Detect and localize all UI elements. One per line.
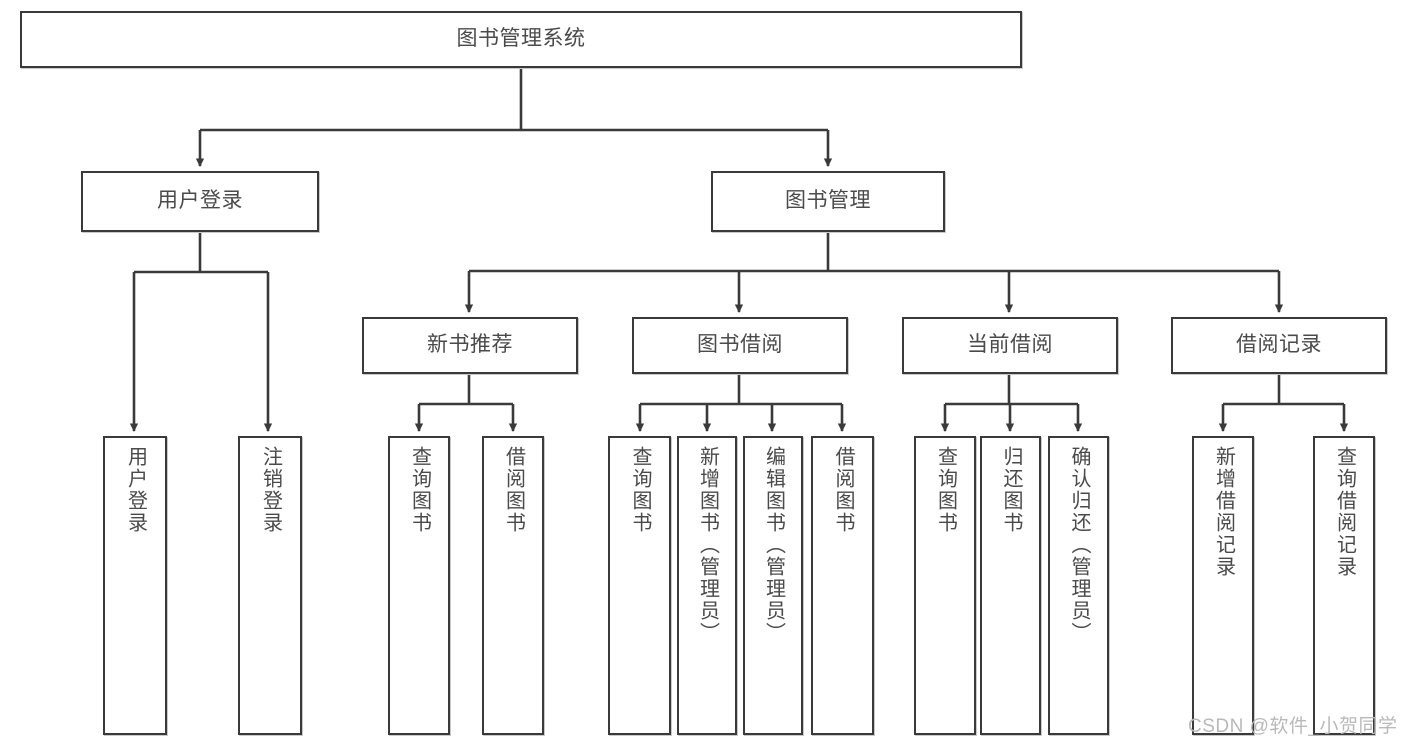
node-borrow-records-label: 借阅记录 xyxy=(1236,333,1322,357)
node-book-borrow-label: 图书借阅 xyxy=(697,333,783,357)
node-current-borrow[interactable]: 当前借阅 xyxy=(902,317,1118,374)
node-leaf-recommend-borrow-book[interactable]: 借阅图书 xyxy=(482,436,544,735)
node-leaf-recommend-query-book-label: 查询图书 xyxy=(408,446,431,534)
node-root-system-label: 图书管理系统 xyxy=(456,27,586,51)
node-leaf-borrow-add-book-admin-label: 新增图书（管理员） xyxy=(696,446,719,644)
node-leaf-borrow-borrow-book-label: 借阅图书 xyxy=(832,446,854,534)
watermark-text: CSDN @软件_小贺同学 xyxy=(1188,716,1398,737)
node-leaf-records-query-record[interactable]: 查询借阅记录 xyxy=(1313,436,1375,735)
node-borrow-records[interactable]: 借阅记录 xyxy=(1171,317,1387,374)
node-leaf-current-return-book-label: 归还图书 xyxy=(1000,446,1022,534)
node-user-login-label: 用户登录 xyxy=(157,189,243,213)
node-leaf-borrow-borrow-book[interactable]: 借阅图书 xyxy=(811,436,874,735)
node-new-book-recommend-label: 新书推荐 xyxy=(427,333,513,357)
node-leaf-current-confirm-return-admin[interactable]: 确认归还（管理员） xyxy=(1048,436,1109,735)
node-book-manage-label: 图书管理 xyxy=(785,189,871,213)
node-leaf-user-login[interactable]: 用户登录 xyxy=(103,436,167,735)
node-leaf-user-login-label: 用户登录 xyxy=(124,446,147,534)
node-new-book-recommend[interactable]: 新书推荐 xyxy=(362,317,578,374)
node-current-borrow-label: 当前借阅 xyxy=(967,333,1053,357)
node-leaf-borrow-edit-book-admin-label: 编辑图书（管理员） xyxy=(762,446,785,644)
node-leaf-records-add-record[interactable]: 新增借阅记录 xyxy=(1192,436,1254,735)
node-leaf-borrow-query-book[interactable]: 查询图书 xyxy=(608,436,671,735)
node-leaf-records-query-record-label: 查询借阅记录 xyxy=(1333,446,1356,578)
node-leaf-current-confirm-return-admin-label: 确认归还（管理员） xyxy=(1068,446,1090,644)
node-leaf-current-query-book-label: 查询图书 xyxy=(934,446,957,534)
node-leaf-user-logout[interactable]: 注销登录 xyxy=(238,436,302,735)
node-root-system[interactable]: 图书管理系统 xyxy=(20,11,1022,68)
node-leaf-current-query-book[interactable]: 查询图书 xyxy=(914,436,976,735)
node-leaf-borrow-add-book-admin[interactable]: 新增图书（管理员） xyxy=(677,436,737,735)
node-user-login[interactable]: 用户登录 xyxy=(81,171,319,232)
node-leaf-recommend-borrow-book-label: 借阅图书 xyxy=(502,446,525,534)
node-book-manage[interactable]: 图书管理 xyxy=(711,171,945,232)
node-leaf-current-return-book[interactable]: 归还图书 xyxy=(980,436,1041,735)
node-book-borrow[interactable]: 图书借阅 xyxy=(632,317,848,374)
node-leaf-borrow-edit-book-admin[interactable]: 编辑图书（管理员） xyxy=(743,436,803,735)
node-leaf-recommend-query-book[interactable]: 查询图书 xyxy=(388,436,450,735)
node-leaf-user-logout-label: 注销登录 xyxy=(259,446,282,534)
node-leaf-records-add-record-label: 新增借阅记录 xyxy=(1212,446,1235,578)
node-leaf-borrow-query-book-label: 查询图书 xyxy=(629,446,651,534)
